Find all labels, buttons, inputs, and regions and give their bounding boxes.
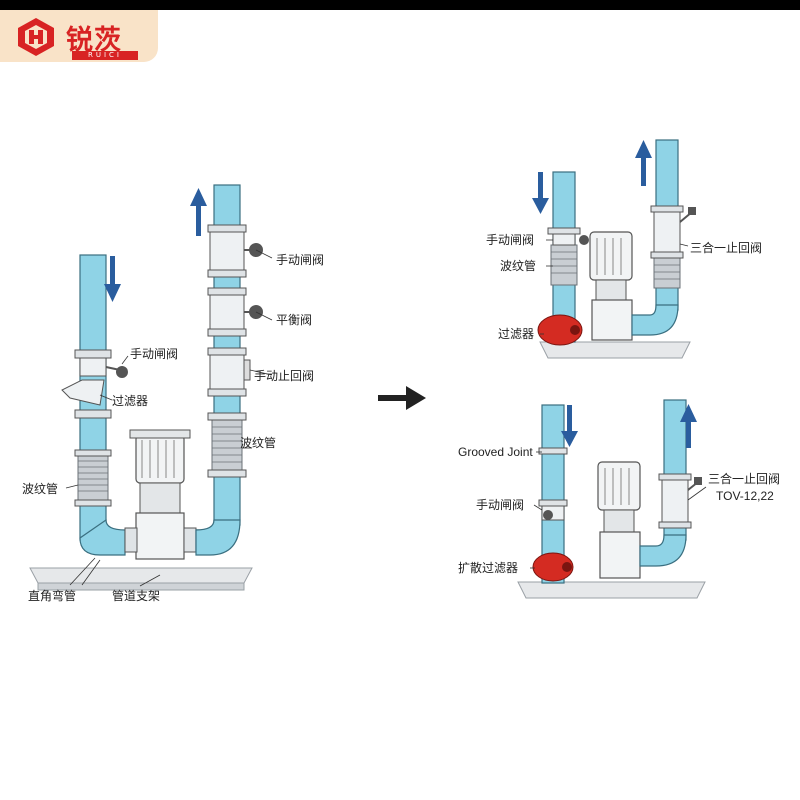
- brand-logo: 锐茨 RUICI: [0, 10, 158, 62]
- top-gate-valve: [209, 231, 245, 271]
- label-elbow: 直角弯管: [28, 588, 76, 603]
- label-manual-gate-valve-top: 手动闸阀: [276, 253, 324, 267]
- rb-triple-valve: [661, 479, 689, 523]
- right-bottom-pump-assembly: Grooved Joint 手动闸阀 扩散过滤器 三合一止回阀 TOV-12,2…: [458, 399, 780, 599]
- rt-triple-valve: [653, 211, 681, 253]
- label-rb-triple-valve: 三合一止回阀: [708, 471, 780, 486]
- label-rt-triple-valve: 三合一止回阀: [690, 240, 762, 255]
- left-filter: [61, 379, 105, 406]
- label-rt-manual-gate-valve: 手动闸阀: [486, 233, 534, 247]
- left-base-plate: [29, 567, 253, 584]
- label-manual-check-valve: 手动止回阀: [254, 369, 314, 383]
- arrow-up-icon: [680, 404, 697, 448]
- label-rt-filter: 过滤器: [498, 327, 534, 341]
- left-pump-body: [135, 512, 185, 560]
- left-pump-assembly: 手动闸阀 平衡阀 手动止回阀 波纹管 手动闸阀 过滤器 波纹管 直角弯管 管道支…: [22, 184, 324, 603]
- check-valve: [209, 354, 245, 390]
- label-rb-triple-valve-model: TOV-12,22: [716, 489, 774, 503]
- brand-name: 锐茨: [66, 25, 122, 56]
- right-top-pump-assembly: 手动闸阀 波纹管 过滤器 三合一止回阀: [486, 139, 762, 359]
- arrow-down-icon: [532, 172, 549, 214]
- label-bellows-left: 波纹管: [22, 481, 58, 496]
- top-black-bar: [0, 0, 800, 10]
- label-balance-valve: 平衡阀: [276, 313, 312, 327]
- left-bellows: [77, 454, 109, 501]
- arrow-up-icon: [635, 140, 652, 186]
- label-rb-grooved-joint: Grooved Joint: [458, 445, 533, 459]
- brand-subtitle: RUICI: [72, 51, 138, 60]
- rb-red-filter: [532, 552, 574, 582]
- balance-valve: [209, 294, 245, 330]
- left-gate-valve: [79, 357, 107, 377]
- label-rb-diffuser-filter: 扩散过滤器: [458, 560, 518, 575]
- arrow-up-icon: [190, 188, 207, 236]
- label-bellows-right: 波纹管: [240, 435, 276, 450]
- label-rt-bellows: 波纹管: [500, 258, 536, 273]
- label-filter-left: 过滤器: [112, 394, 148, 408]
- right-bellows: [211, 419, 243, 471]
- arrow-right-icon: [378, 386, 426, 410]
- label-manual-gate-valve-left: 手动闸阀: [130, 347, 178, 361]
- label-rb-manual-gate-valve: 手动闸阀: [476, 498, 524, 512]
- brand-hexagon-icon: [18, 18, 54, 56]
- arrow-down-icon: [104, 256, 121, 302]
- label-pipe-support: 管道支架: [112, 588, 160, 603]
- left-pump-motor: [135, 434, 185, 484]
- arrow-down-icon: [561, 405, 578, 447]
- rt-red-filter: [537, 314, 583, 346]
